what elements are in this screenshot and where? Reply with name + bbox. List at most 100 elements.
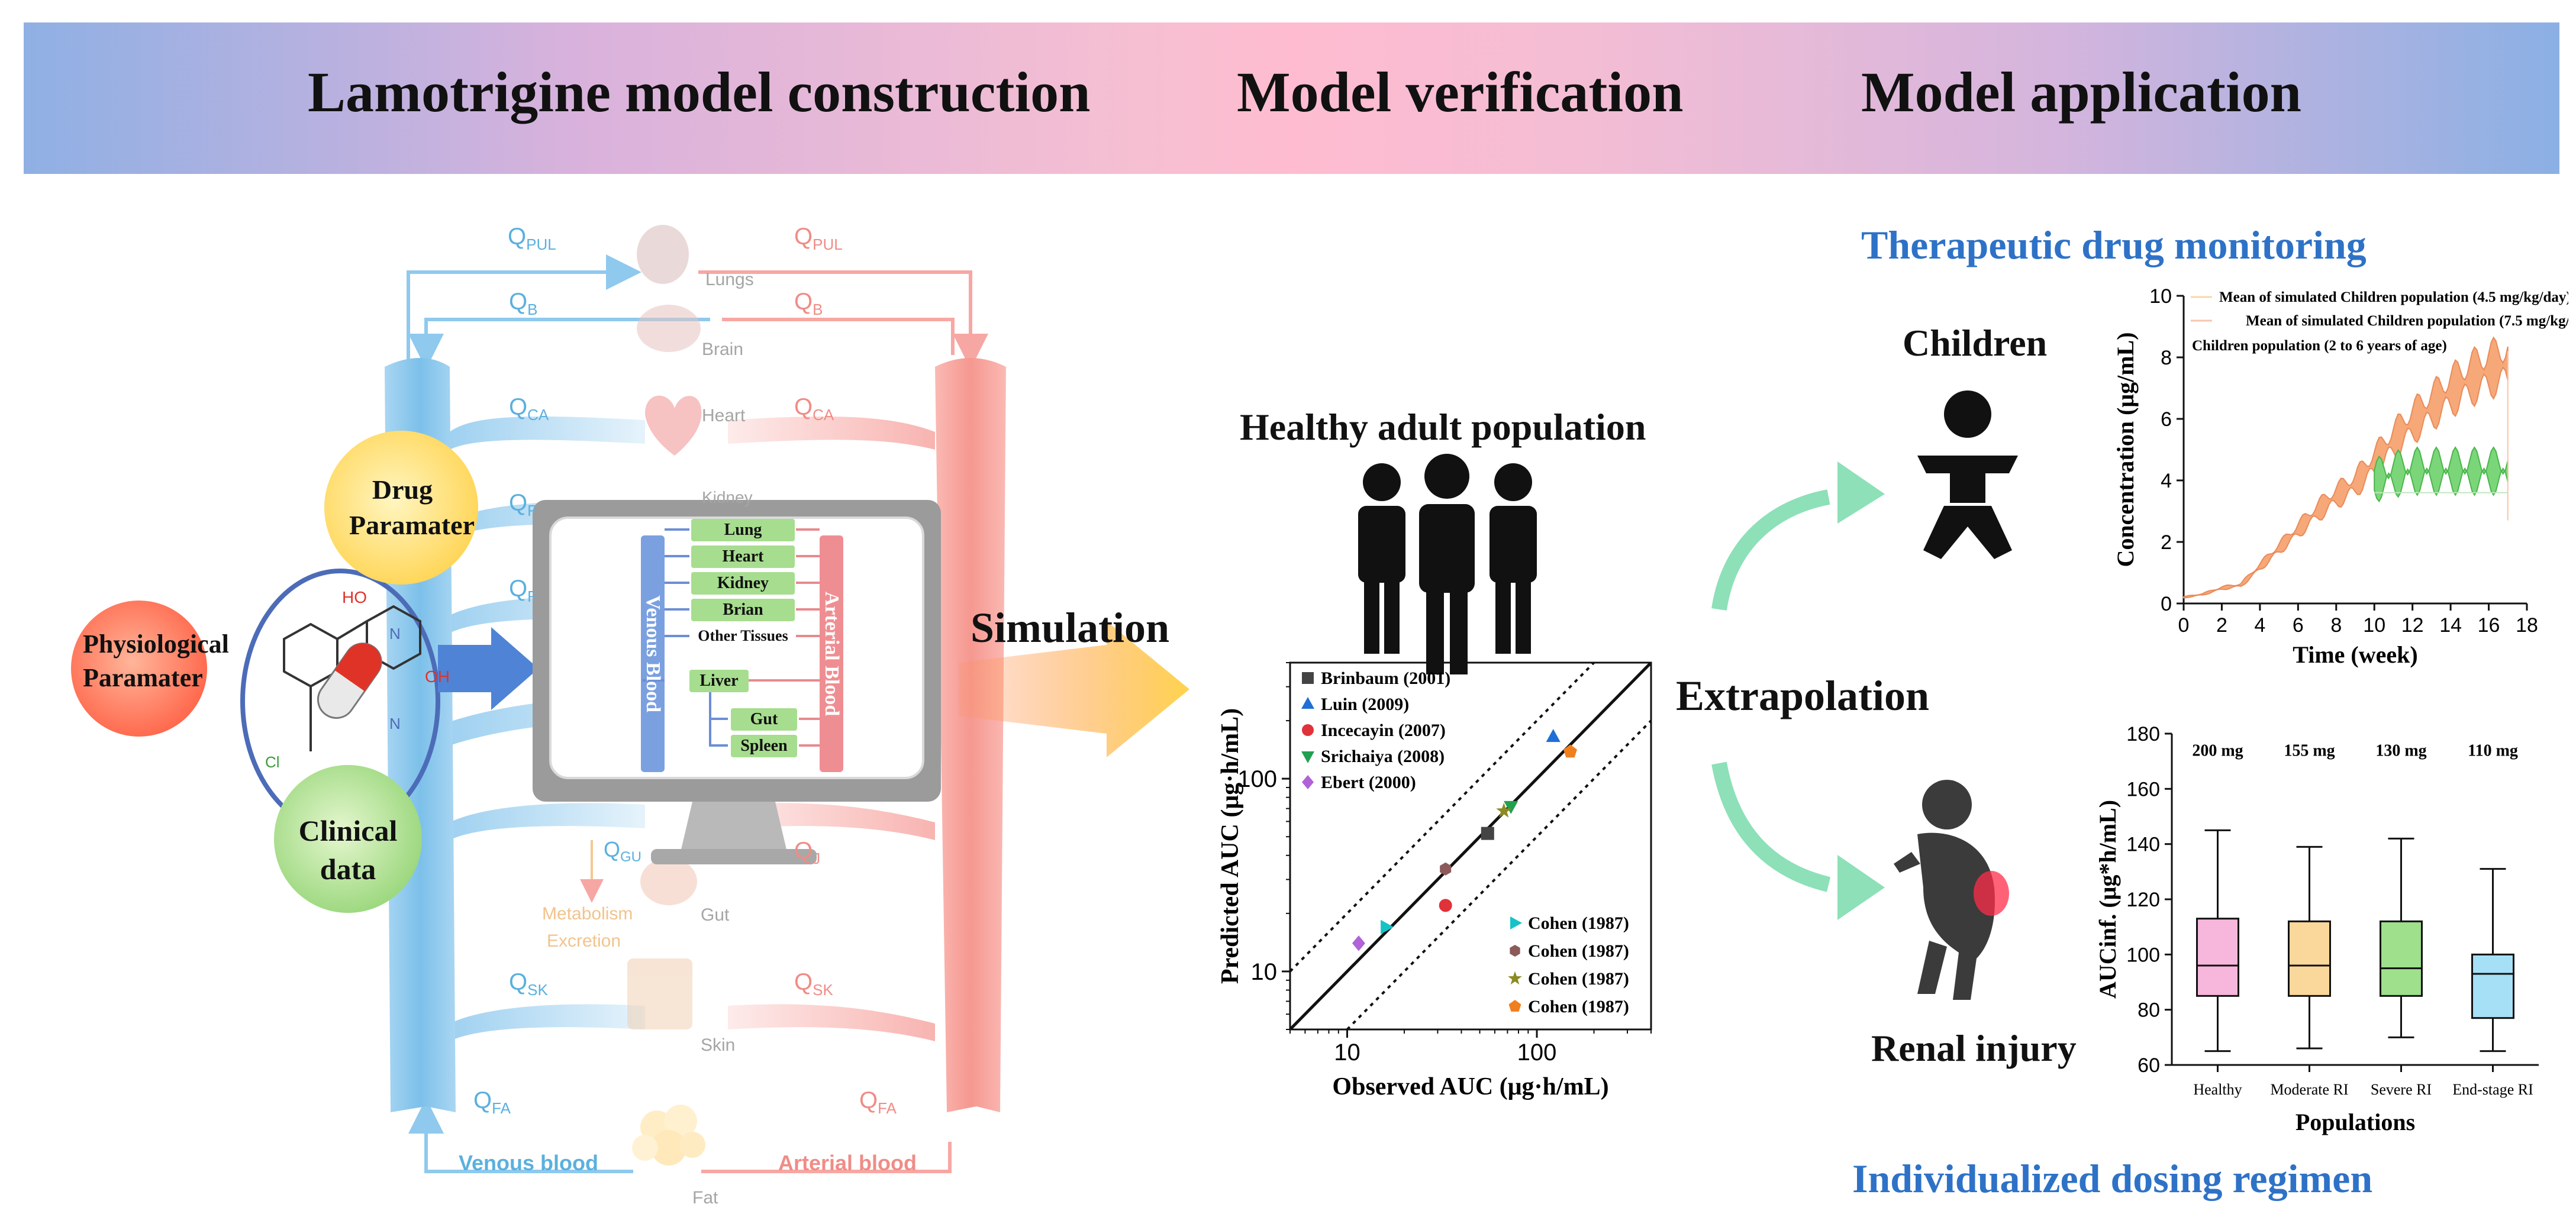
- flow-line: [407, 254, 641, 373]
- monitor-spleen: Spleen: [740, 737, 788, 755]
- monitor-arterial-label: Arterial Blood: [821, 591, 843, 716]
- box: [2380, 920, 2423, 997]
- dose-label: 130 mg: [2375, 741, 2426, 760]
- legend-marker: [1302, 672, 1314, 684]
- simulation-arrow-icon: [959, 621, 1189, 757]
- gut-icon: [640, 858, 697, 905]
- data-point: [1546, 729, 1561, 743]
- x-axis-label: Time (week): [2293, 641, 2417, 668]
- y-tick-label: 8: [2161, 347, 2172, 369]
- extrapolation-up-arrow-icon: [1711, 489, 1830, 611]
- legend-marker: [1508, 971, 1522, 985]
- child-icon: [1917, 390, 2018, 559]
- y-axis-label: Concentration (μg/mL): [2112, 332, 2139, 567]
- legend-label: Children population (2 to 6 years of age…: [2192, 338, 2447, 354]
- physiological-circle: [71, 601, 207, 737]
- dosing-title: Individualized dosing regimen: [1852, 1156, 2373, 1201]
- data-point: [1504, 800, 1518, 814]
- heart-icon: [645, 395, 702, 456]
- legend-label: Ebert (2000): [1321, 773, 1416, 792]
- organ-label-skin: Skin: [701, 1035, 736, 1055]
- data-point: [1439, 899, 1452, 912]
- flow-label-qb-venous: QB: [509, 289, 538, 318]
- legend-marker: [1301, 751, 1314, 763]
- flow-line: [698, 270, 988, 369]
- physiological-parameter-label: Physiological Paramater: [83, 630, 229, 693]
- y-tick-label: 10: [2149, 285, 2172, 308]
- legend-label: Srichaiya (2008): [1321, 747, 1445, 766]
- children-label: Children: [1903, 322, 2048, 364]
- x-tick-label: Moderate RI: [2270, 1081, 2348, 1098]
- flow-label-qsk-arterial: QSK: [794, 969, 833, 999]
- x-tick-label: 6: [2293, 614, 2304, 637]
- x-tick-label: 4: [2254, 614, 2265, 637]
- legend-label: Cohen (1987): [1528, 941, 1629, 961]
- legend-label: Brinbaum (2001): [1321, 669, 1450, 688]
- clinical-circle: [274, 765, 422, 913]
- legend-label: Cohen (1987): [1528, 913, 1629, 933]
- y-tick-label: 140: [2126, 834, 2160, 856]
- legend-label: Incecayin (2007): [1321, 721, 1446, 740]
- legend-marker: [1510, 945, 1520, 957]
- x-tick-label: 14: [2439, 614, 2462, 637]
- x-tick-label: Healthy: [2193, 1081, 2242, 1098]
- flow-label-qj-arterial: QJ: [794, 838, 821, 867]
- organ-label-kidney: Kidney: [702, 488, 753, 506]
- x-tick-label: 8: [2330, 614, 2342, 637]
- monitor-other-tissues: Other Tissues: [698, 627, 788, 644]
- box: [2288, 920, 2331, 997]
- monitor-arterial-bar: [820, 535, 843, 772]
- y-tick-label: 120: [2126, 889, 2160, 911]
- y-tick-label: 4: [2161, 470, 2172, 492]
- drug-parameter-label: Drug Paramater: [349, 474, 475, 540]
- monitor-venous-bar: [641, 535, 665, 772]
- lungs-icon: [637, 225, 689, 284]
- legend-label: Cohen (1987): [1528, 997, 1629, 1016]
- dose-label: 110 mg: [2468, 741, 2518, 760]
- y-tick-label: 180: [2126, 723, 2160, 745]
- flow-label-qfa-venous: QFA: [473, 1087, 511, 1117]
- clinical-data-label: Clinical data: [298, 814, 398, 886]
- monitor-organ-heart: Heart: [722, 547, 764, 566]
- x-tick-label: 10: [2363, 614, 2385, 637]
- molecule-n2-label: N: [389, 715, 401, 732]
- molecule-n-label: N: [389, 625, 401, 643]
- y-tick-label: 160: [2126, 778, 2160, 800]
- x-tick-label: 12: [2401, 614, 2424, 637]
- legend-marker: [1302, 775, 1314, 789]
- flow-label-qpul-arterial: QPUL: [794, 224, 843, 253]
- y-axis-label: AUCinf. (μg*h/mL): [2094, 800, 2121, 999]
- arterial-vessel: [935, 358, 1006, 1112]
- organ-label-gut: Gut: [701, 905, 730, 925]
- molecule-ho-label: HO: [342, 588, 367, 606]
- section-title-application: Model application: [1861, 60, 2302, 124]
- x-tick-label: 10: [1334, 1040, 1360, 1066]
- dose-label: 200 mg: [2192, 741, 2243, 760]
- dose-label: 155 mg: [2284, 741, 2335, 760]
- flow-line: [408, 318, 710, 369]
- x-tick-label: 100: [1517, 1040, 1557, 1066]
- flow-line: [408, 1098, 633, 1173]
- y-tick-label: 100: [1237, 766, 1277, 792]
- y-tick-label: 2: [2161, 531, 2172, 554]
- fat-icon: [632, 1105, 705, 1166]
- legend-label: Cohen (1987): [1528, 969, 1629, 989]
- monitor-liver: Liver: [699, 672, 739, 690]
- arterial-blood-label: Arterial blood: [778, 1151, 917, 1175]
- renal-injury-icon: [1894, 780, 2009, 1000]
- extrapolation-label: Extrapolation: [1676, 672, 1930, 719]
- y-tick-label: 10: [1251, 959, 1278, 985]
- flow-label-qf-venous: QF: [509, 490, 537, 519]
- monitor-venous-label: Venous Blood: [642, 595, 664, 713]
- extrapolation-down-arrow-icon: [1711, 761, 1831, 892]
- legend-marker: [1302, 724, 1314, 736]
- organ-label-heart: Heart: [702, 406, 746, 425]
- legend-marker: [1510, 916, 1522, 929]
- flow-label-qpul-venous: QPUL: [508, 224, 556, 253]
- drug-circle: [324, 431, 478, 585]
- healthy-adult-title: Healthy adult population: [1240, 406, 1646, 448]
- organ-icons: [627, 225, 705, 1166]
